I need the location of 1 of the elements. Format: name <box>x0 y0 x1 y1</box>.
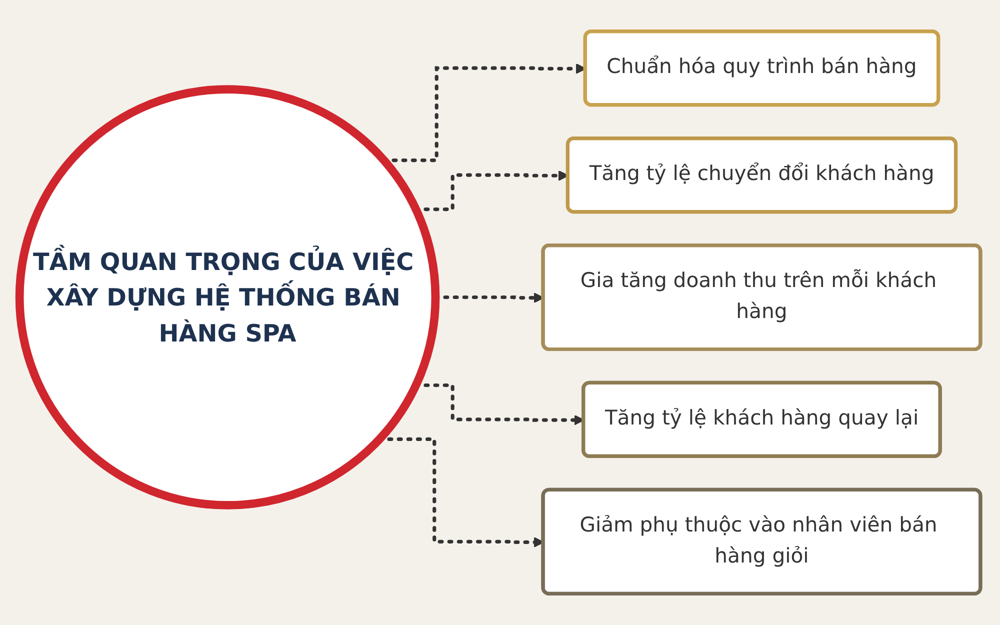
node-circle: TẦM QUAN TRỌNG CỦA VIỆC XÂY DỰNG HỆ THỐNG BÁN HÀNG SPA <box>15 85 440 510</box>
